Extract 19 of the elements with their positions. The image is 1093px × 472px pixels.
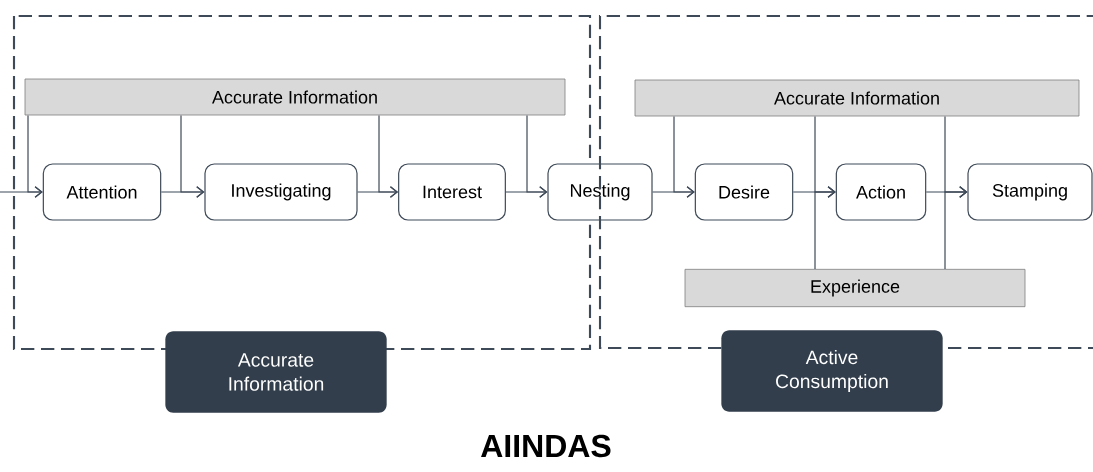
arrow <box>27 114 43 198</box>
arrow <box>180 114 205 198</box>
node-label: Accurate Information <box>229 353 324 391</box>
info-bar: Experience <box>684 268 1026 308</box>
arrow <box>673 115 695 198</box>
info-bar: Accurate Information <box>634 79 1080 117</box>
arrow <box>526 114 548 198</box>
info-bar: Accurate Information <box>24 78 566 116</box>
step-box: Stamping <box>967 163 1093 221</box>
arrow <box>944 186 968 270</box>
arrow <box>814 186 836 270</box>
step-box: Nesting <box>547 163 653 221</box>
diagram-title: AIINDAS <box>481 434 611 458</box>
step-box: Attention <box>42 163 162 221</box>
step-box: Action <box>835 163 927 221</box>
step-box: Interest <box>398 163 506 221</box>
arrow <box>378 114 399 198</box>
step-box: Desire <box>694 163 794 221</box>
step-box: Investigating <box>204 163 358 221</box>
